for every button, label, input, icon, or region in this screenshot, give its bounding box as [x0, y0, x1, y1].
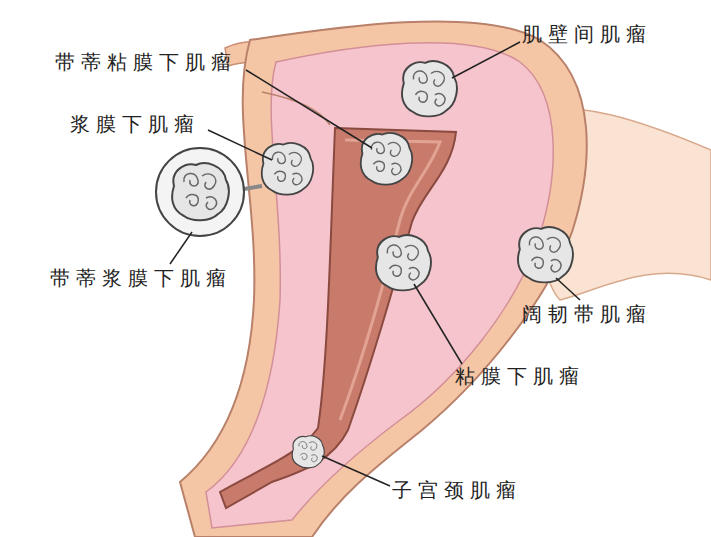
fibroid — [172, 163, 229, 220]
part-label: 阔韧带肌瘤 — [522, 302, 652, 326]
part-label: 肌壁间肌瘤 — [522, 22, 652, 46]
serosa-line — [262, 92, 330, 125]
fibroid — [376, 235, 431, 290]
fibroid — [292, 436, 324, 468]
part-label: 粘膜下肌瘤 — [455, 364, 585, 388]
leader-line — [170, 232, 192, 264]
part-label: 带蒂粘膜下肌瘤 — [55, 50, 237, 74]
leader-line — [208, 130, 272, 160]
fibroid — [518, 227, 573, 282]
leader-line — [414, 284, 462, 364]
leader-line — [322, 456, 390, 486]
part-label: 浆膜下肌瘤 — [70, 112, 200, 136]
leader-line — [556, 278, 580, 300]
uterine-cavity — [220, 128, 456, 508]
part-label: 带蒂浆膜下肌瘤 — [50, 266, 232, 290]
myometrium — [206, 43, 553, 528]
leader-line — [452, 42, 520, 78]
fibroid — [262, 143, 313, 195]
fibroid — [361, 133, 412, 185]
uterus-serosa — [180, 21, 587, 537]
pedicle-sac — [156, 148, 244, 236]
leader-line — [246, 70, 372, 148]
fibroid — [402, 61, 457, 116]
part-label: 子宫颈肌瘤 — [392, 478, 522, 502]
